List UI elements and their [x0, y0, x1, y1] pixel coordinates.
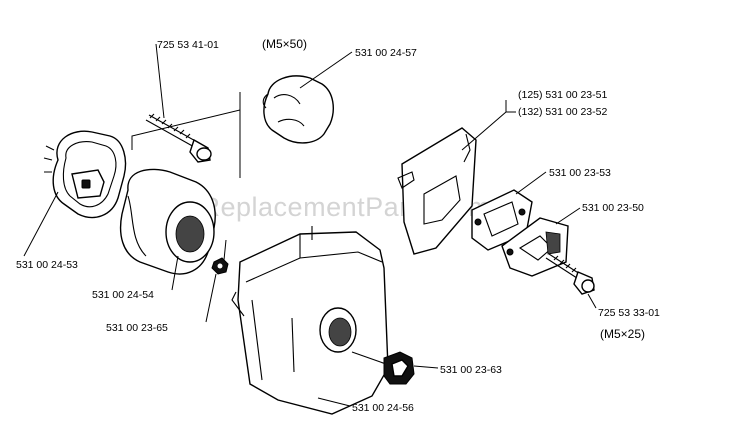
air-filter-element: [119, 168, 216, 275]
cover-knob: [351, 351, 415, 385]
label-531-00-23-50: 531 00 23-50: [582, 202, 644, 214]
label-531-00-24-56: 531 00 24-56: [352, 402, 414, 414]
label-531-00-23-53: 531 00 23-53: [549, 167, 611, 179]
label-531-00-24-53: 531 00 24-53: [16, 259, 78, 271]
filter-sleeve: [262, 75, 334, 144]
label-531-00-23-52: (132) 531 00 23-52: [518, 106, 607, 118]
label-531-00-24-54: 531 00 24-54: [92, 289, 154, 301]
label-531-00-24-57: 531 00 24-57: [355, 47, 417, 59]
filter-holder-plate: [43, 130, 127, 219]
label-531-00-23-63: 531 00 23-63: [440, 364, 502, 376]
screw-m5x25: [545, 253, 595, 295]
air-filter-cover: [231, 226, 389, 415]
nut: [211, 257, 229, 275]
label-531-00-23-65: 531 00 23-65: [106, 322, 168, 334]
label-725-53-41-01: 725 53 41-01: [157, 39, 219, 51]
label-m5x50: (M5×50): [262, 37, 307, 51]
label-725-53-33-01: 725 53 33-01: [598, 307, 660, 319]
label-531-00-23-51: (125) 531 00 23-51: [518, 89, 607, 101]
screw-m5x50: [145, 113, 212, 163]
label-m5x25: (M5×25): [600, 327, 645, 341]
heat-shield-plate: [397, 127, 477, 255]
